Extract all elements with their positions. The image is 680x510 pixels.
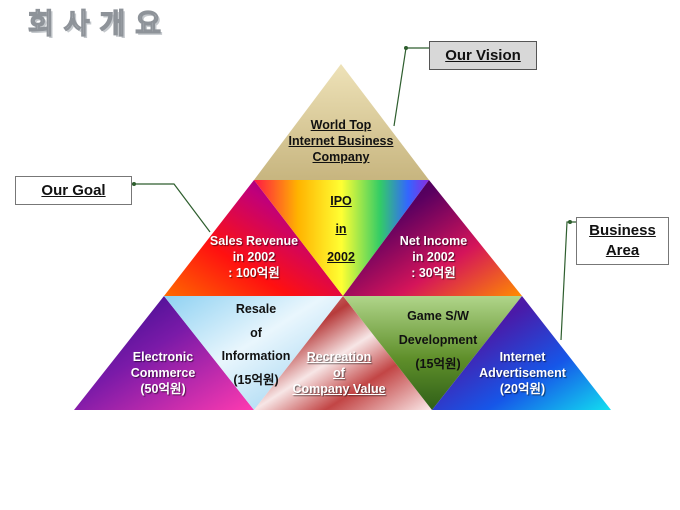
tier-recreation-company-value: [254, 296, 432, 410]
our-vision-label: Our Vision: [445, 46, 521, 64]
electronic-commerce-text: Electronic Commerce (50억원): [130, 350, 196, 396]
tier-sales-revenue: [164, 180, 343, 296]
business-connector: [560, 221, 576, 341]
business-area-label-2: Area: [605, 242, 640, 259]
vision-connector-dot: [404, 46, 408, 50]
business-area-box: Business Area: [576, 217, 669, 265]
sales-revenue-text: Sales Revenue in 2002 : 100억원: [209, 234, 299, 280]
tier-game-development: [343, 296, 522, 410]
our-goal-label: Our Goal: [41, 181, 106, 199]
tier-ipo: [254, 180, 429, 296]
tier-top-vision: [254, 64, 429, 180]
net-income-text: Net Income in 2002 : 30억원: [399, 234, 468, 280]
our-goal-box: Our Goal: [15, 176, 132, 205]
goal-connector-dot: [132, 182, 136, 186]
business-area-label-1: Business: [589, 222, 656, 239]
goal-connector: [131, 183, 211, 233]
top-vision-text: World Top Internet Business Company: [288, 118, 394, 164]
tier-internet-advertisement: [432, 296, 611, 410]
tier-electronic-commerce: [74, 296, 254, 410]
our-vision-box: Our Vision: [429, 41, 537, 70]
recreation-company-value-text: Recreation of Company Value: [292, 350, 386, 396]
game-development-text: Game S/W Development (15억원): [398, 309, 478, 371]
tier-net-income: [343, 180, 522, 296]
resale-information-text: Resale of Information (15억원): [221, 302, 291, 387]
internet-advertisement-text: Internet Advertisement (20억원): [479, 350, 566, 396]
tier-resale-information: [164, 296, 343, 410]
page-title: 회사개요: [27, 6, 172, 40]
business-connector-dot: [568, 220, 572, 224]
ipo-text: IPO in 2002: [327, 194, 355, 264]
vision-connector: [393, 47, 430, 127]
